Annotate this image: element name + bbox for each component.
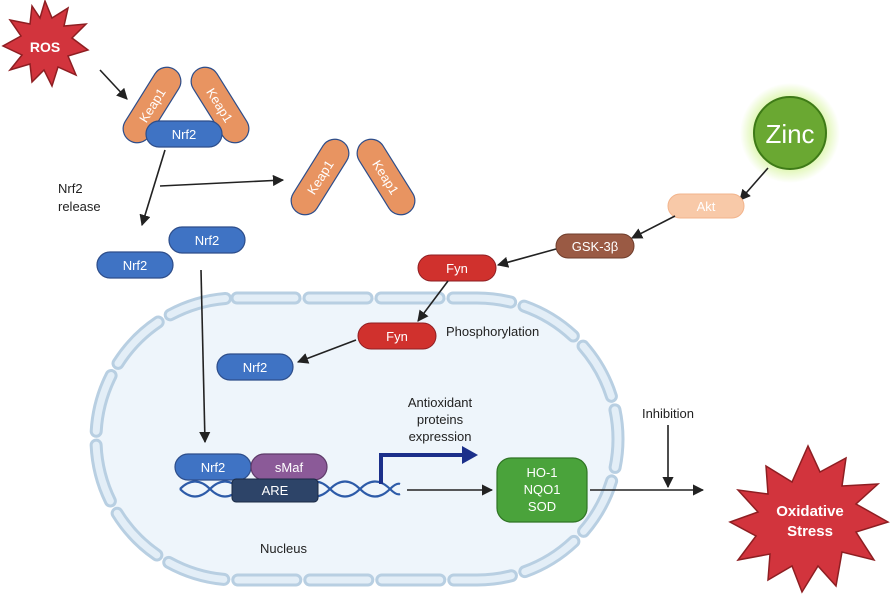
nrf2-release-label-1: Nrf2 (58, 181, 83, 196)
nrf2-free-top-label: Nrf2 (195, 233, 220, 248)
zinc-circle (740, 83, 840, 183)
arrow-release-split (139, 149, 166, 227)
arrow-keap1-free (159, 174, 285, 187)
fyn-nucleus-pill: Fyn (357, 322, 437, 350)
phosphorylation-label: Phosphorylation (446, 324, 539, 339)
fyn-cytoplasm-pill: Fyn (417, 254, 497, 282)
smaf-label: sMaf (275, 460, 304, 475)
arrow-fyn-into-nucleus (417, 280, 449, 322)
zinc-label: Zinc (765, 119, 814, 149)
gsk3b-pill: GSK-3β (555, 233, 635, 259)
nrf2-bound-pill: Nrf2 (174, 453, 252, 481)
arrow-gsk3b-to-fyn (496, 248, 557, 268)
arrow-fyn-to-nrf2 (296, 339, 357, 364)
akt-label: Akt (697, 199, 716, 214)
fyn-cytoplasm-label: Fyn (446, 261, 468, 276)
fyn-nucleus-label: Fyn (386, 329, 408, 344)
nucleus (89, 291, 625, 587)
are-box: ARE (231, 478, 319, 503)
nrf2-nucleus-pill: Nrf2 (216, 353, 294, 381)
antioxidant-proteins-box: HO-1 NQO1 SOD (496, 457, 588, 523)
gsk3b-label: GSK-3β (572, 239, 619, 254)
nucleus-label: Nucleus (260, 541, 307, 556)
nrf2-nucleus-label: Nrf2 (243, 360, 268, 375)
are-label: ARE (262, 483, 289, 498)
nrf2-free-bottom-label: Nrf2 (123, 258, 148, 273)
ho1-label: HO-1 (526, 465, 557, 480)
expression-arrow (379, 453, 462, 484)
arrow-nrf2-into-nucleus (199, 269, 211, 444)
akt-pill: Akt (667, 193, 745, 219)
oxidative-stress-star (728, 444, 890, 594)
antioxidant-label-3: expression (409, 429, 472, 444)
nqo1-label: NQO1 (524, 482, 561, 497)
oxidative-stress-label-2: Stress (787, 523, 833, 540)
keap1-free-dimer: Keap1 Keap1 (290, 138, 416, 216)
ros-star (1, 0, 90, 88)
nrf2-release-label-2: release (58, 199, 101, 214)
sod-label: SOD (528, 499, 556, 514)
arrow-ros-to-keap1 (99, 69, 128, 100)
keap1-complex: Keap1 Keap1 Nrf2 (122, 66, 250, 148)
nrf2-free-top: Nrf2 (168, 226, 246, 254)
nrf2-bound-label: Nrf2 (201, 460, 226, 475)
antioxidant-label-1: Antioxidant (408, 395, 473, 410)
antioxidant-label-2: proteins (417, 412, 464, 427)
ros-label: ROS (30, 39, 60, 55)
expression-arrowhead (462, 446, 478, 464)
nrf2-complex-label: Nrf2 (172, 127, 197, 142)
inhibition-label: Inhibition (642, 406, 694, 421)
oxidative-stress-label-1: Oxidative (776, 503, 844, 520)
smaf-pill: sMaf (250, 453, 328, 481)
arrow-akt-to-gsk3b (631, 215, 676, 239)
arrow-zinc-to-akt (739, 167, 769, 201)
nrf2-free-bottom: Nrf2 (96, 251, 174, 279)
